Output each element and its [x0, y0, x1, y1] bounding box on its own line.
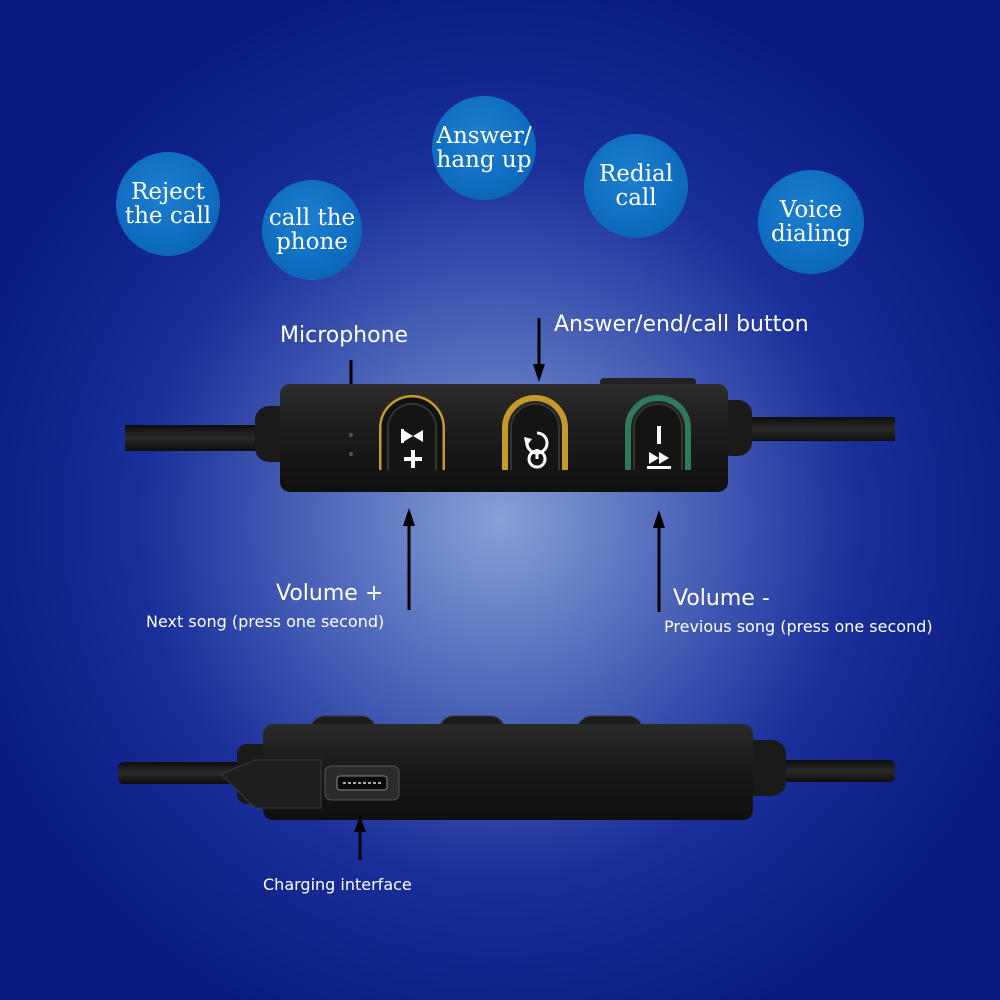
bubble-voice-dialing: Voice dialing — [758, 170, 864, 274]
charging-interface-label: Charging interface — [263, 875, 412, 894]
volume-plus-label: Volume + — [276, 581, 384, 606]
top-remote — [255, 378, 752, 492]
bottom-remote — [220, 715, 786, 820]
microphone-label: Microphone — [280, 323, 409, 348]
bubble-call-phone: call the phone — [262, 180, 362, 280]
next-song-label: Next song (press one second) — [146, 612, 385, 631]
prev-song-label: Previous song (press one second) — [664, 617, 933, 636]
volume-minus-label: Volume - — [673, 586, 770, 611]
bottom-cable-left — [118, 762, 250, 784]
charging-arrow — [354, 816, 366, 860]
bubble-reject-call: Reject the call — [116, 152, 220, 256]
bottom-cable-right — [770, 760, 895, 782]
answer-button-arrow — [533, 318, 545, 382]
power-answer-icon — [524, 431, 549, 469]
volume-minus-icon — [647, 426, 671, 469]
volume-plus-icon — [401, 429, 423, 468]
bubble-redial-call: Redial call — [584, 134, 688, 238]
volume-plus-arrow — [403, 508, 415, 610]
bubble-answer-hang-up: Answer/ hang up — [432, 96, 536, 200]
top-cable-left — [125, 425, 275, 451]
answer-button-label: Answer/end/call button — [554, 312, 809, 337]
top-cable-right — [735, 417, 895, 441]
volume-minus-arrow — [653, 510, 665, 612]
